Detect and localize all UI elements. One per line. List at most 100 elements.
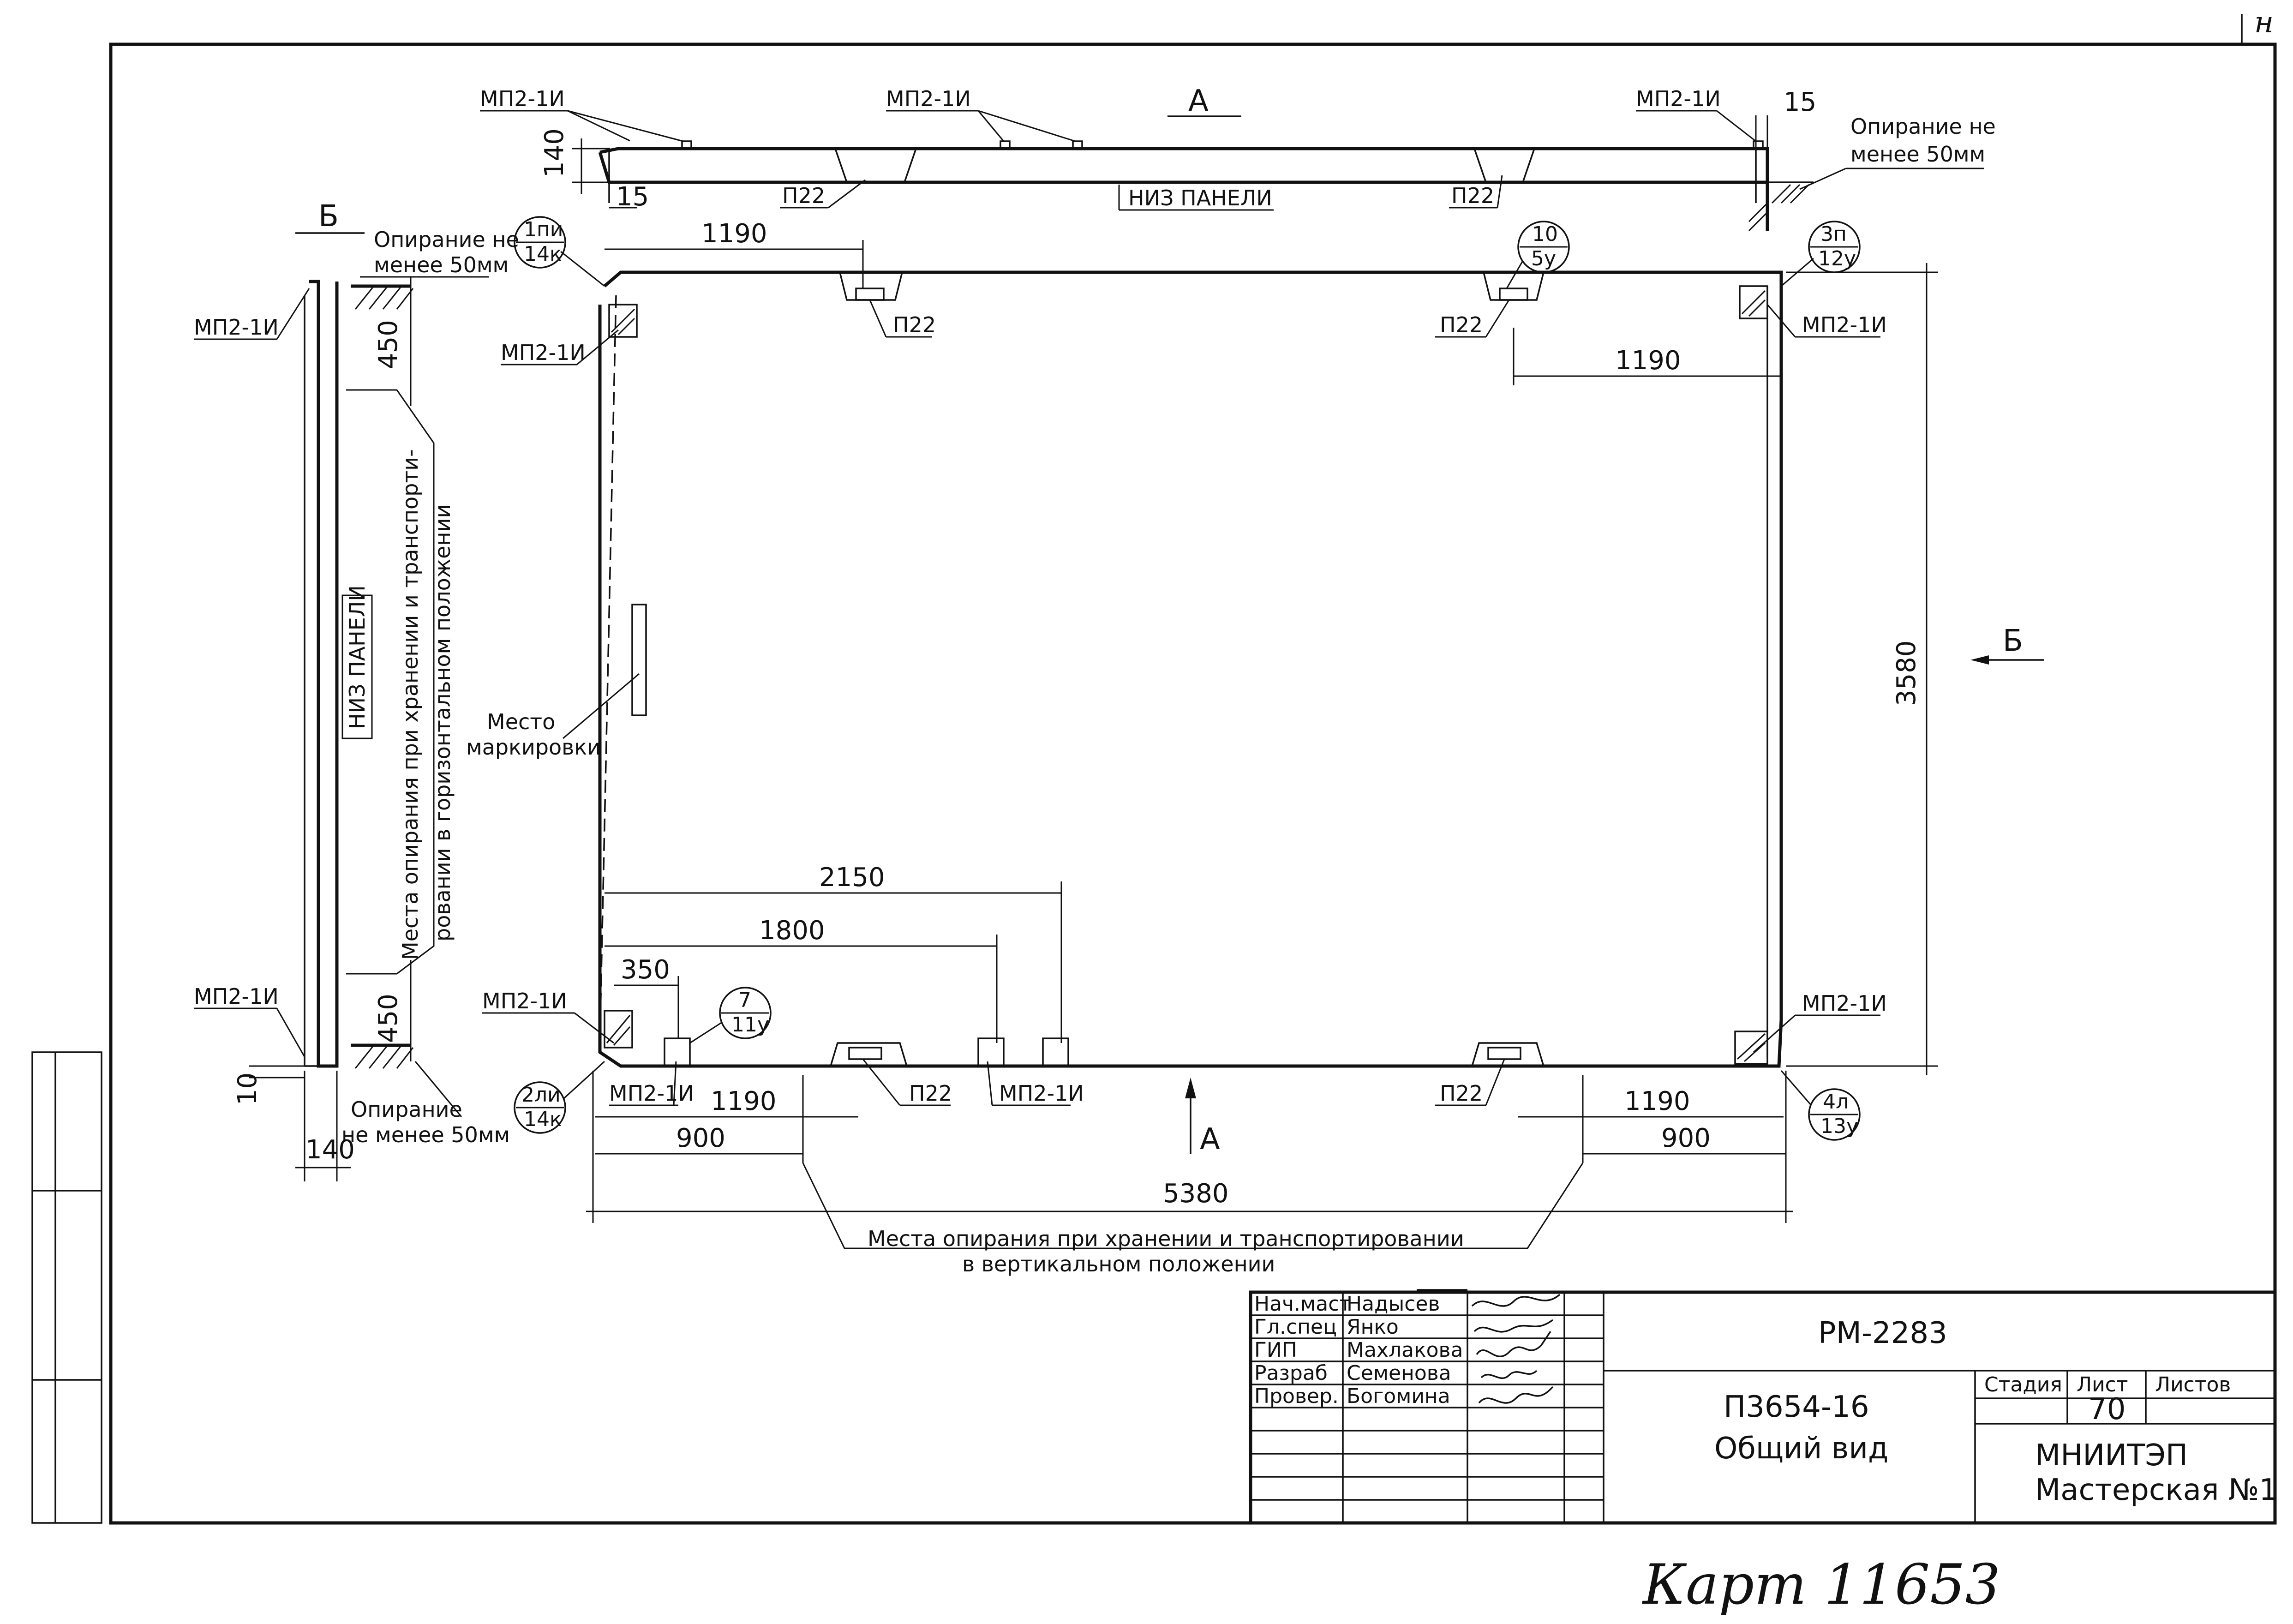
plan-view: Место маркировки А Б 1190 1190 3580 2150… xyxy=(466,216,2044,1276)
sheet-number: 70 xyxy=(2088,1392,2125,1426)
p22-label-a1: П22 xyxy=(782,183,825,208)
callout-4: 2ли 14к xyxy=(514,1061,605,1134)
dim-140-bottom: 140 xyxy=(305,1135,355,1165)
section-view-b: Б 450 450 Места опиран xyxy=(194,199,519,1181)
mp-label-p2: МП2-1И xyxy=(1802,312,1887,337)
marking-area xyxy=(631,604,647,716)
name-1: Янко xyxy=(1347,1315,1399,1339)
mp-label-p3: МП2-1И xyxy=(482,989,567,1013)
callout-1: 1пи 14к xyxy=(514,216,605,287)
dim-1190-top: 1190 xyxy=(701,219,767,249)
support-note-tr-2: менее 50мм xyxy=(1850,142,1985,167)
role-4: Провер. xyxy=(1254,1384,1339,1408)
name-4: Богомина xyxy=(1347,1384,1450,1408)
corner-insert-tl xyxy=(608,304,638,338)
mp-label-b1: МП2-1И xyxy=(194,315,279,340)
view-a-label: А xyxy=(1188,84,1209,118)
sheets-header: Листов xyxy=(2155,1373,2231,1396)
corner-insert-tr xyxy=(1739,285,1768,319)
dim-350: 350 xyxy=(621,955,670,985)
dim-1190-right: 1190 xyxy=(1615,346,1681,376)
dim-10: 10 xyxy=(233,1073,263,1105)
dim-900-l: 900 xyxy=(676,1123,725,1153)
dim-450-bottom: 450 xyxy=(373,994,403,1043)
svg-text:7: 7 xyxy=(738,989,751,1012)
name-2: Махлакова xyxy=(1347,1338,1463,1362)
dim-1800: 1800 xyxy=(759,916,825,946)
callout-2: 10 5у xyxy=(1506,221,1570,289)
org-2: Мастерская №1 xyxy=(2035,1473,2278,1507)
view-b-right-label: Б xyxy=(2003,624,2023,658)
panel-bottom-label-side: НИЗ ПАНЕЛИ xyxy=(345,585,370,729)
svg-text:12у: 12у xyxy=(1818,247,1856,270)
p22-label-p3: П22 xyxy=(909,1081,952,1106)
support-note-tl-1: Опирание не xyxy=(374,227,519,252)
view-a-arrow-label: А xyxy=(1200,1122,1220,1157)
svg-text:4л: 4л xyxy=(1823,1090,1849,1114)
mp-label-a2: МП2-1И xyxy=(886,86,971,111)
callout-6: 4л 13у xyxy=(1780,1070,1861,1141)
corner-insert-bl xyxy=(604,1010,633,1049)
title-block: Нач.маст Гл.спец ГИП Разраб Провер. Нады… xyxy=(1249,1289,2278,1525)
view-b-left-label: Б xyxy=(318,199,339,234)
svg-text:1пи: 1пи xyxy=(524,218,563,241)
support-note-tr-1: Опирание не xyxy=(1850,114,1996,139)
svg-text:10: 10 xyxy=(1532,222,1558,246)
role-0: Нач.маст xyxy=(1254,1292,1351,1316)
dim-1190-bl: 1190 xyxy=(711,1086,777,1116)
stage-header: Стадия xyxy=(1984,1373,2062,1396)
role-2: ГИП xyxy=(1254,1338,1297,1362)
dim-2150: 2150 xyxy=(819,863,885,893)
svg-text:3п: 3п xyxy=(1820,222,1847,246)
p22-label-p4: П22 xyxy=(1440,1081,1483,1106)
panel-bottom-label-top: НИЗ ПАНЕЛИ xyxy=(1128,186,1272,210)
corner-insert-br xyxy=(1734,1031,1768,1065)
section-view-a: А 140 15 15 МП2-1И xyxy=(480,84,1996,232)
horizontal-support-note-2: ровании в горизонтальном положении xyxy=(430,504,455,941)
sheet-header: Лист xyxy=(2077,1373,2128,1396)
svg-text:5у: 5у xyxy=(1531,247,1556,270)
role-3: Разраб xyxy=(1254,1361,1328,1385)
product-code: П3654-16 xyxy=(1724,1390,1869,1424)
callout-5: 7 11у xyxy=(689,987,772,1044)
marking-label-1: Место xyxy=(487,709,555,734)
callout-3: 3п 12у xyxy=(1781,221,1861,287)
sheet-title: Общий вид xyxy=(1714,1432,1888,1466)
mp-label-p1: МП2-1И xyxy=(501,340,586,365)
dim-450-top: 450 xyxy=(373,320,403,369)
name-3: Семенова xyxy=(1347,1361,1451,1385)
dim-140-top: 140 xyxy=(539,128,569,178)
support-note-tl-2: менее 50мм xyxy=(374,252,509,277)
signatures xyxy=(1471,1294,1561,1404)
svg-text:13у: 13у xyxy=(1820,1115,1858,1138)
dim-15-left: 15 xyxy=(616,182,649,212)
p22-label-p1: П22 xyxy=(893,312,936,337)
mp-label-a3: МП2-1И xyxy=(1636,86,1721,111)
dim-5380: 5380 xyxy=(1163,1179,1229,1209)
sheet-frame: н xyxy=(31,6,2277,1525)
marking-label-2: маркировки xyxy=(466,735,601,760)
svg-text:14к: 14к xyxy=(524,1108,562,1131)
dim-3580: 3580 xyxy=(1892,640,1922,706)
support-note-bl-2: не менее 50мм xyxy=(341,1122,510,1147)
mp-label-p4: МП2-1И xyxy=(1802,991,1887,1016)
vertical-support-note-2: в вертикальном положении xyxy=(962,1252,1275,1276)
dim-900-r: 900 xyxy=(1661,1123,1711,1153)
horizontal-support-note-1: Места опирания при хранении и транспорти… xyxy=(398,449,423,960)
vertical-support-note-1: Места опирания при хранении и транспорти… xyxy=(868,1226,1464,1251)
svg-text:11у: 11у xyxy=(731,1013,769,1037)
svg-text:2ли: 2ли xyxy=(521,1083,561,1107)
support-note-bl-1: Опирание xyxy=(351,1097,462,1122)
p22-label-p2: П22 xyxy=(1440,312,1483,337)
sheet-corner-mark: н xyxy=(2254,6,2274,40)
svg-text:14к: 14к xyxy=(524,242,562,266)
doc-code: РМ-2283 xyxy=(1818,1316,1947,1350)
mp-label-p5: МП2-1И xyxy=(609,1081,694,1106)
mp-label-b2: МП2-1И xyxy=(194,984,279,1009)
dim-15-right: 15 xyxy=(1784,87,1816,117)
p22-label-a2: П22 xyxy=(1451,183,1494,208)
org-1: МНИИТЭП xyxy=(2035,1438,2188,1473)
mp-label-a1: МП2-1И xyxy=(480,86,565,111)
handwritten-archive-note: Карт 11653 xyxy=(1642,1553,2000,1617)
